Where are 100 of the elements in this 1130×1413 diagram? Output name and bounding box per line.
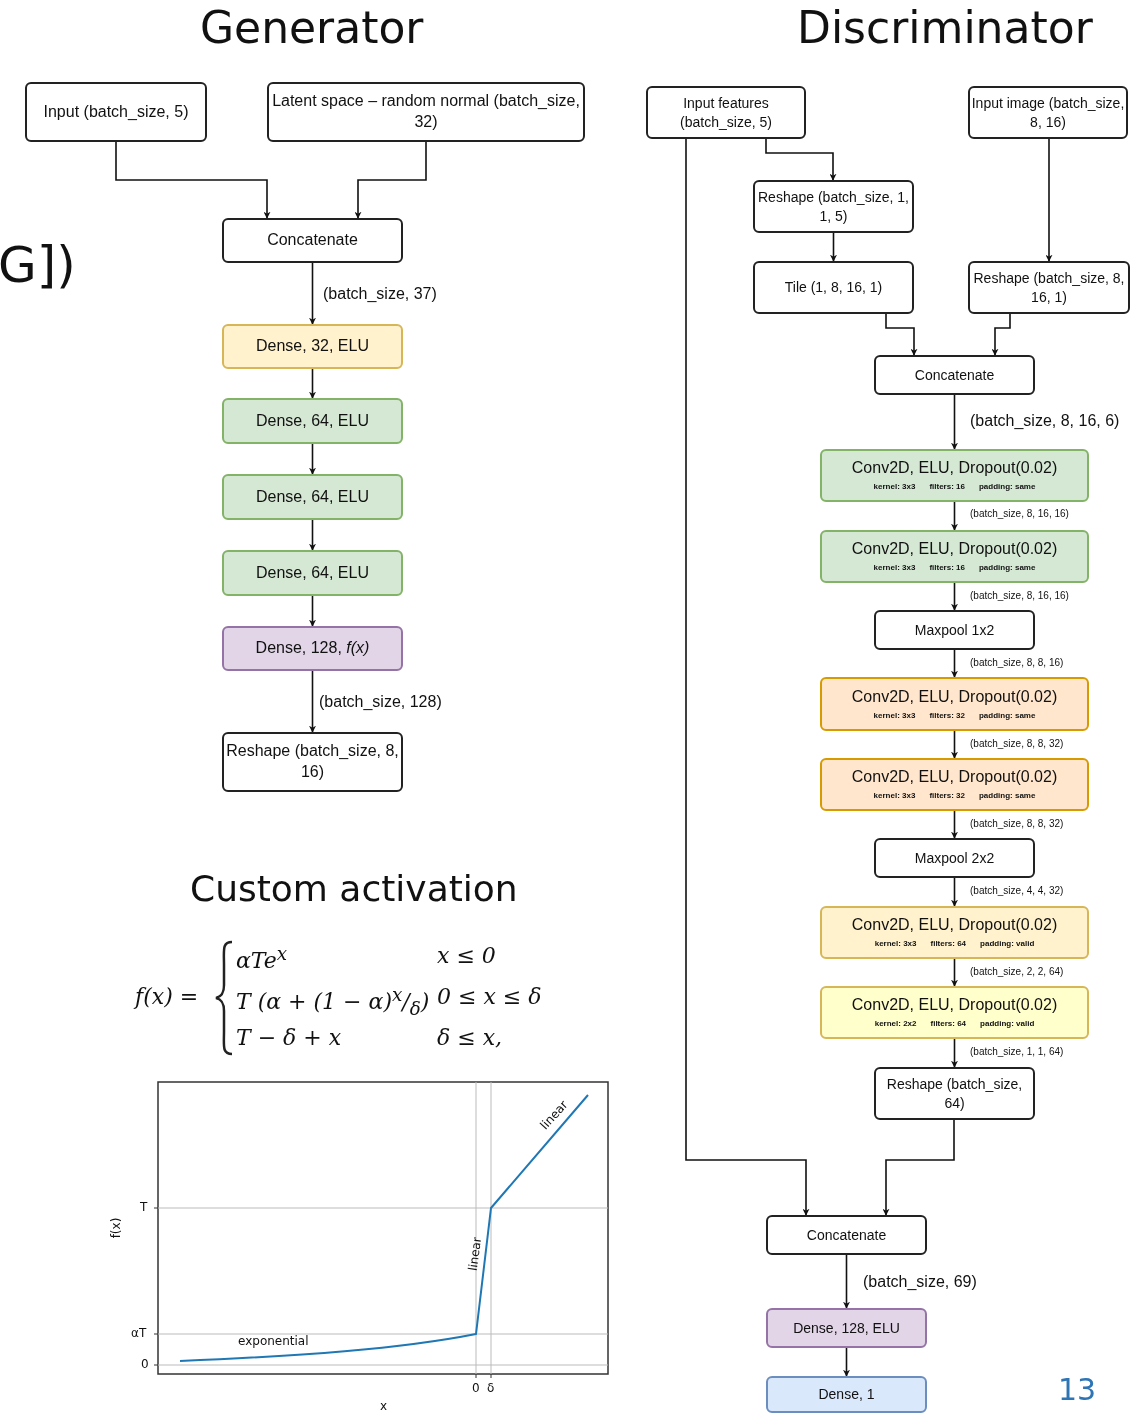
arrow xyxy=(685,138,810,1216)
arrow xyxy=(951,730,958,759)
arrow xyxy=(309,670,316,733)
parameter-label: filters: 16 xyxy=(929,482,965,493)
layer-box xyxy=(874,1067,1035,1120)
edge-label: (batch_size, 2, 2, 64) xyxy=(969,966,1065,977)
layer-label: Dense, 64, ELU xyxy=(256,486,369,507)
arrow xyxy=(951,582,958,611)
arrow xyxy=(951,501,958,531)
layer-box xyxy=(222,626,403,671)
parameter-label: padding: valid xyxy=(980,1019,1035,1030)
layer-box xyxy=(968,261,1130,314)
tick-label: T xyxy=(140,1200,148,1214)
layer-label: Reshape (batch_size, 1, 1, 5) xyxy=(757,188,910,225)
parameter-label: kernel: 3x3 xyxy=(873,563,916,574)
layer-label: Conv2D, ELU, Dropout(0.02) xyxy=(851,767,1058,788)
layer-box xyxy=(874,610,1035,650)
edge-label: (batch_size, 1, 1, 64) xyxy=(969,1046,1065,1057)
layer-box xyxy=(267,82,585,142)
formula-text: x ≤ 0 xyxy=(437,943,496,968)
arrow xyxy=(885,313,918,356)
edge-label: (batch_size, 37) xyxy=(322,285,438,303)
layer-box xyxy=(222,550,403,596)
formula-text: T − δ + x xyxy=(236,1025,342,1050)
parameter-label: padding: same xyxy=(978,563,1036,574)
layer-label: Concatenate xyxy=(914,365,995,385)
layer-label: Concatenate xyxy=(806,1225,887,1245)
arrow xyxy=(115,141,271,219)
parameter-label: kernel: 3x3 xyxy=(873,482,916,493)
layer-box xyxy=(820,449,1089,502)
curve-annotation: exponential xyxy=(238,1334,309,1348)
layer-box xyxy=(222,474,403,520)
layer-box xyxy=(222,324,403,369)
layer-label: Dense, 32, ELU xyxy=(256,336,369,357)
layer-label: Dense, 64, ELU xyxy=(256,410,369,431)
layer-label: Dense, 1 xyxy=(818,1385,875,1404)
parameter-label: filters: 32 xyxy=(929,791,965,802)
layer-box xyxy=(222,398,403,444)
edge-label: (batch_size, 8, 8, 32) xyxy=(969,818,1065,829)
layer-label: Conv2D, ELU, Dropout(0.02) xyxy=(851,539,1058,560)
section-title: Discriminator xyxy=(797,2,1093,53)
layer-box xyxy=(646,86,806,139)
arrow xyxy=(1045,138,1053,262)
axis-label: f(x) xyxy=(109,1217,124,1239)
arrow xyxy=(843,1347,850,1377)
arrow xyxy=(354,141,427,219)
layer-box xyxy=(222,732,403,792)
parameter-label: filters: 64 xyxy=(930,939,967,950)
parameter-label: kernel: 3x3 xyxy=(873,710,916,722)
arrow xyxy=(951,810,958,839)
parameter-label: kernel: 3x3 xyxy=(874,939,917,950)
layer-label: Maxpool 2x2 xyxy=(914,848,995,868)
partial-text: G]) xyxy=(0,236,76,294)
arrow xyxy=(830,232,837,262)
layer-label: Conv2D, ELU, Dropout(0.02) xyxy=(851,915,1058,936)
layer-label: Input features (batch_size, 5) xyxy=(679,94,773,131)
layer-box xyxy=(766,1376,927,1413)
tick-label: αT xyxy=(131,1326,147,1340)
parameter-label: filters: 16 xyxy=(929,563,965,574)
layer-label: Input (batch_size, 5) xyxy=(43,101,189,122)
parameter-label: padding: same xyxy=(978,710,1036,722)
edge-label: (batch_size, 8, 8, 32) xyxy=(969,738,1065,749)
formula-text: T (α + (1 − α)$^{x}$/$_{δ}$) xyxy=(236,984,430,1019)
layer-label: Reshape (batch_size, 8, 16, 1) xyxy=(972,269,1126,306)
arrow xyxy=(765,138,837,181)
layer-label: Maxpool 1x2 xyxy=(914,620,995,640)
tick-label: δ xyxy=(487,1381,495,1395)
layer-label: Latent space – random normal (batch_size, 32) xyxy=(271,91,581,132)
layer-box xyxy=(820,530,1089,583)
layer-box xyxy=(753,180,914,233)
arrow xyxy=(951,877,958,907)
parameter-label: padding: same xyxy=(978,791,1036,802)
layer-label: Concatenate xyxy=(267,230,358,251)
axis-label: x xyxy=(380,1399,388,1413)
layer-label: Conv2D, ELU, Dropout(0.02) xyxy=(851,686,1058,707)
layer-label: Input image (batch_size, 8, 16) xyxy=(970,94,1126,131)
parameter-label: padding: same xyxy=(978,482,1036,493)
layer-box xyxy=(766,1308,927,1348)
arrow xyxy=(951,649,958,678)
arrow xyxy=(951,394,958,450)
edge-label: (batch_size, 8, 8, 16) xyxy=(969,657,1065,668)
arrow xyxy=(882,1119,955,1216)
formula-text: f(x) = xyxy=(135,984,199,1009)
edge-label: (batch_size, 8, 16, 16) xyxy=(969,590,1070,601)
layer-label: Dense, 128, f(x) xyxy=(255,638,370,659)
arrow xyxy=(309,368,316,399)
edge-label: (batch_size, 8, 16, 16) xyxy=(969,508,1070,519)
edge-label: (batch_size, 8, 16, 6) xyxy=(969,412,1121,430)
layer-label: Dense, 64, ELU xyxy=(256,562,369,583)
layer-label: Conv2D, ELU, Dropout(0.02) xyxy=(851,458,1058,479)
tick-label: 0 xyxy=(141,1357,149,1371)
formula-text: 0 ≤ x ≤ δ xyxy=(437,984,542,1009)
arrow xyxy=(309,443,316,475)
layer-label: Tile (1, 8, 16, 1) xyxy=(784,278,883,297)
parameter-label: kernel: 3x3 xyxy=(873,791,916,802)
edge-label: (batch_size, 69) xyxy=(862,1273,978,1291)
layer-box xyxy=(820,986,1089,1039)
tick-label: 0 xyxy=(472,1381,480,1395)
layer-box xyxy=(820,677,1089,731)
layer-box xyxy=(222,218,403,263)
